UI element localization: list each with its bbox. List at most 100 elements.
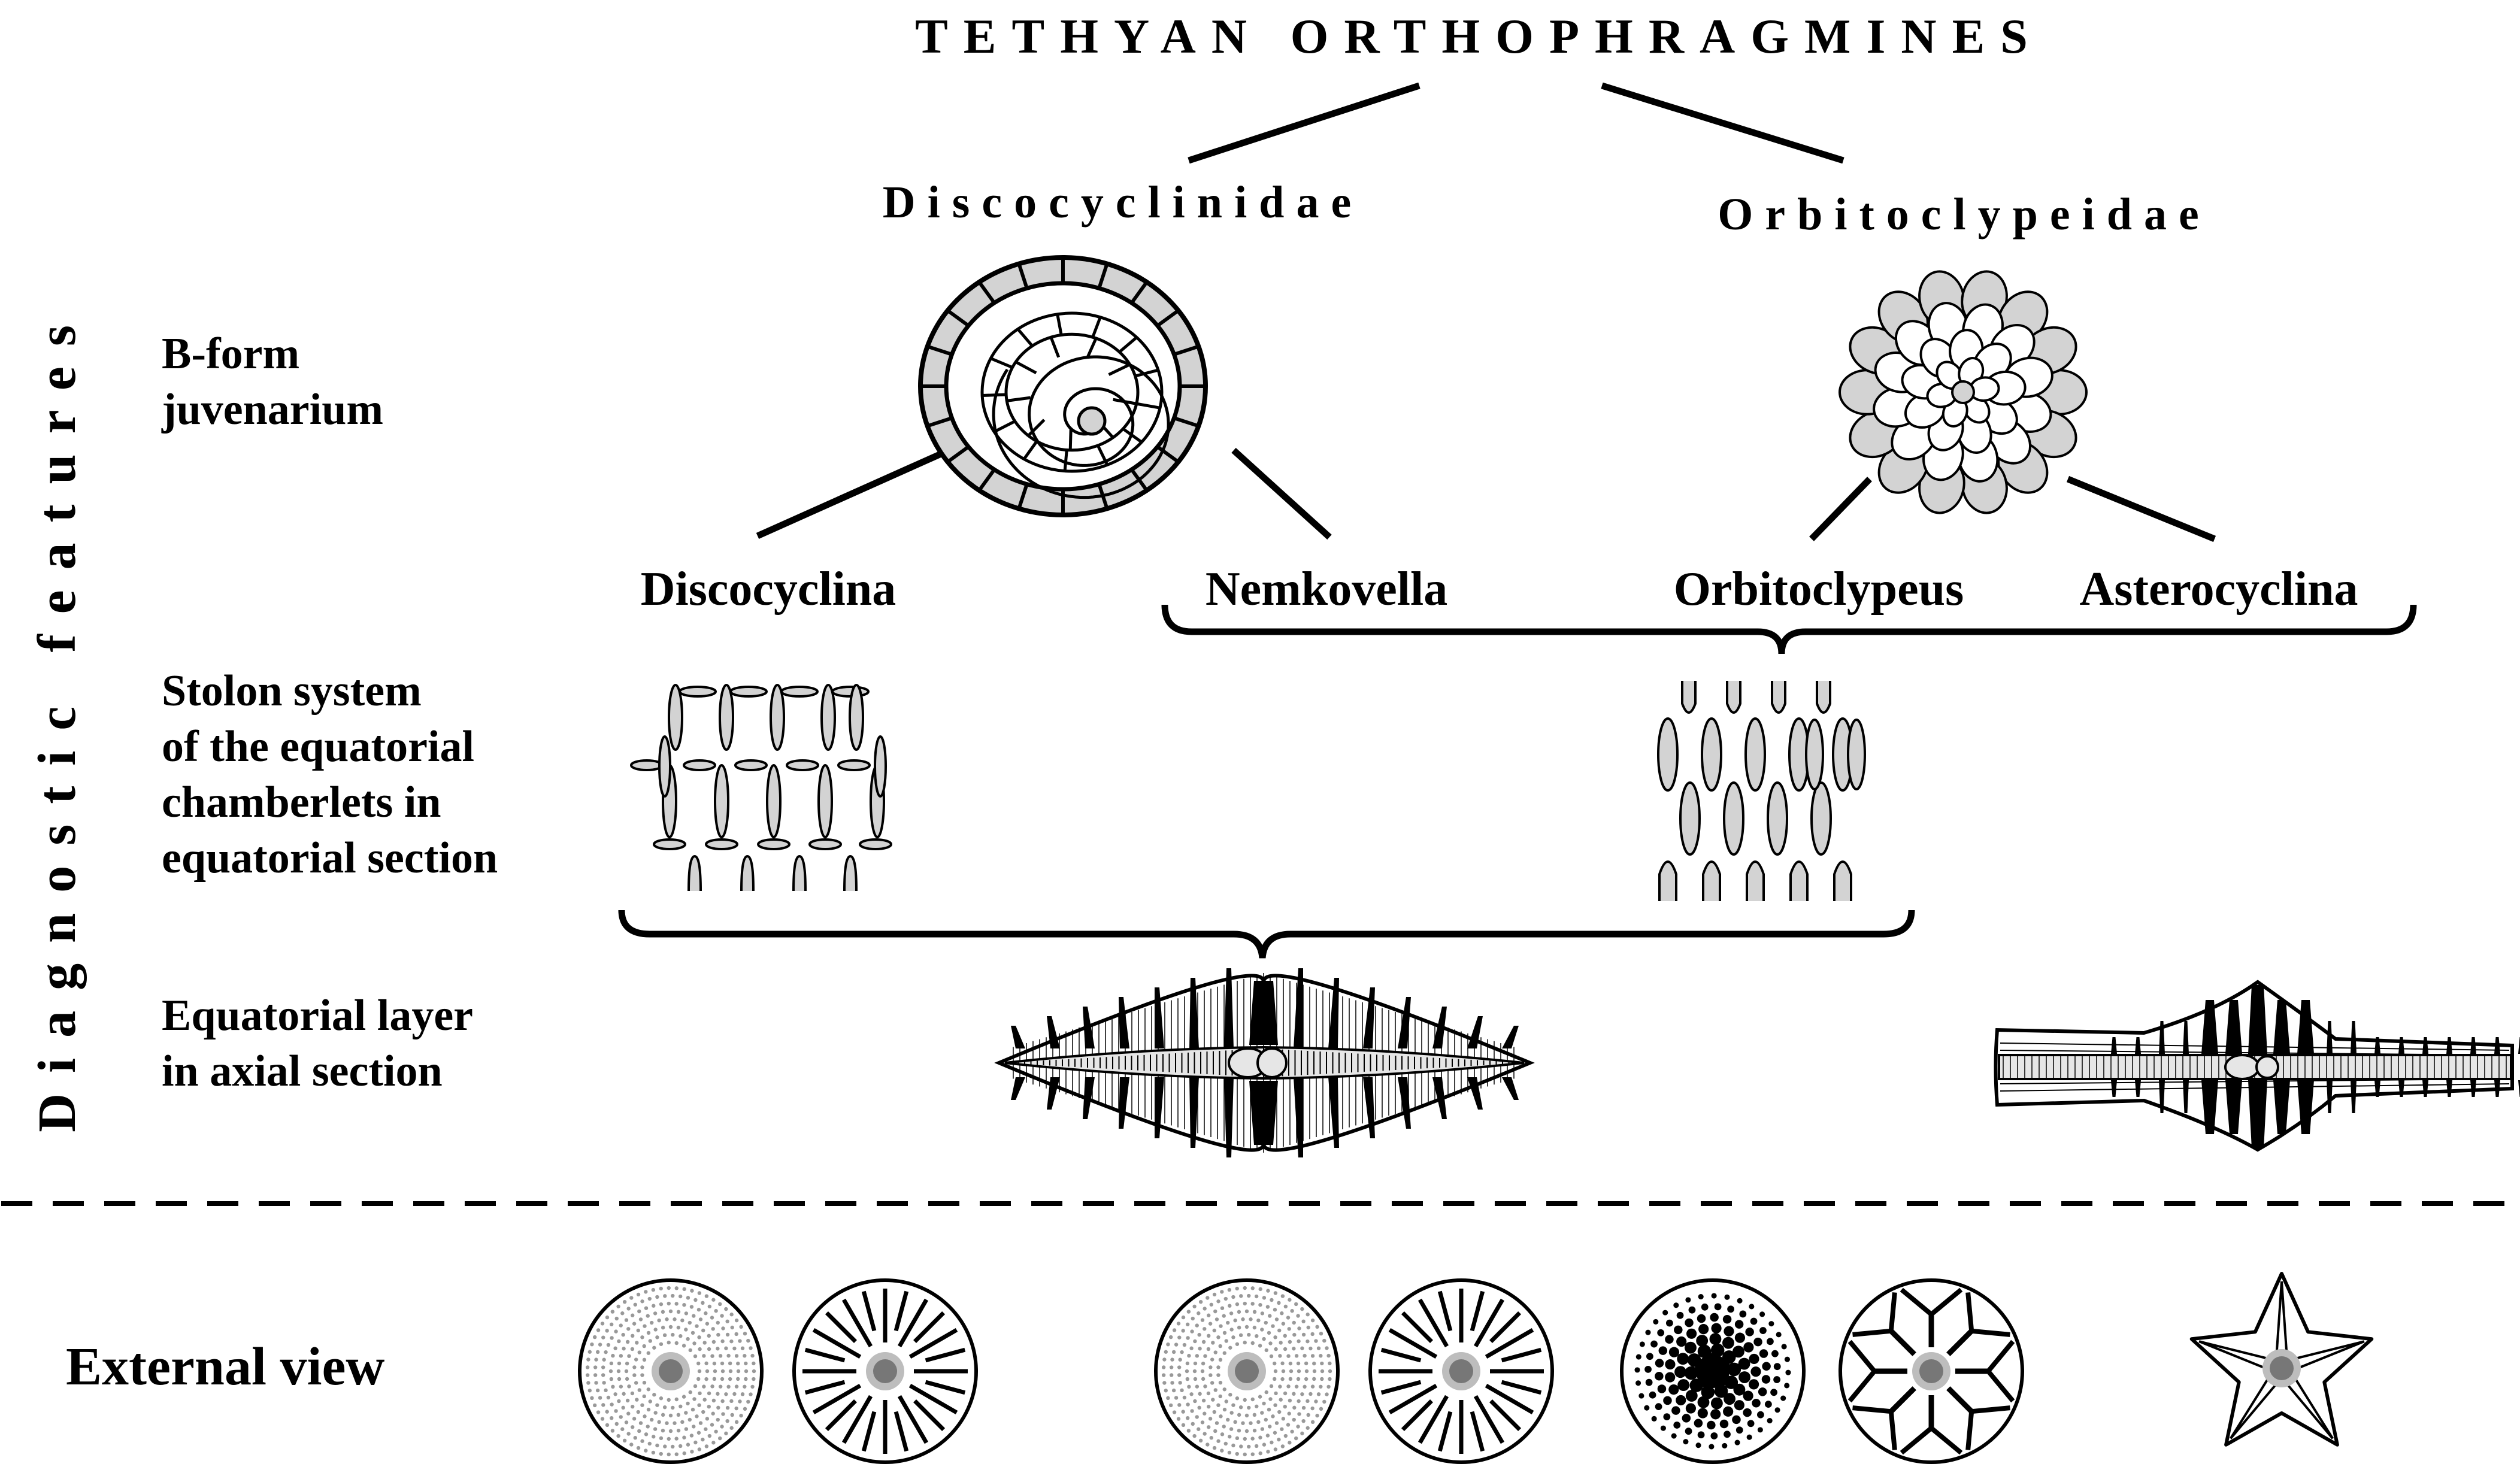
surface-granule — [1268, 1397, 1272, 1401]
surface-granule — [686, 1296, 690, 1299]
surface-granule — [1170, 1365, 1173, 1369]
surface-granule — [653, 1311, 657, 1315]
surface-granule — [1270, 1354, 1273, 1358]
surface-granule — [1275, 1317, 1279, 1321]
surface-granule — [705, 1322, 709, 1325]
surface-granule — [1235, 1452, 1239, 1456]
feature-label-line: juvenarium — [161, 385, 383, 434]
surface-granule — [734, 1407, 738, 1410]
surface-pillar — [1698, 1396, 1710, 1408]
surface-pillar — [1709, 1333, 1721, 1345]
surface-granule — [1271, 1324, 1274, 1328]
surface-granule — [1288, 1441, 1291, 1444]
surface-granule — [1262, 1442, 1266, 1446]
surface-granule — [1178, 1381, 1182, 1384]
orbitoclypeus-external-pillared — [1622, 1280, 1804, 1462]
surface-granule — [718, 1302, 722, 1306]
surface-pillar — [1665, 1372, 1675, 1382]
surface-granule — [1231, 1295, 1235, 1299]
surface-granule — [736, 1362, 740, 1365]
surface-granule — [1315, 1325, 1319, 1329]
surface-granule — [735, 1420, 738, 1424]
surface-granule — [710, 1384, 714, 1388]
surface-granule — [725, 1320, 729, 1323]
surface-granule — [1253, 1413, 1256, 1417]
surface-granule — [728, 1362, 732, 1365]
surface-granule — [627, 1354, 631, 1357]
surface-granule — [625, 1420, 628, 1424]
surface-granule — [659, 1452, 663, 1456]
surface-granule — [679, 1444, 682, 1448]
surface-pillar — [1649, 1392, 1656, 1399]
surface-granule — [1208, 1417, 1212, 1420]
surface-pillar — [1636, 1354, 1641, 1359]
surface-granule — [647, 1351, 650, 1355]
stolon-vertical — [689, 856, 701, 891]
surface-granule — [735, 1384, 738, 1388]
surface-granule — [1186, 1402, 1189, 1406]
surface-granule — [696, 1362, 700, 1365]
surface-pillar — [1685, 1366, 1698, 1380]
surface-granule — [667, 1453, 671, 1456]
orbitoclypeidae-axial-section — [1996, 982, 2520, 1150]
surface-pillar — [1732, 1416, 1741, 1425]
surface-granule — [716, 1406, 720, 1410]
genus-name-asterocyclina: Asterocyclina — [2079, 563, 2358, 616]
surface-granule — [1245, 1414, 1249, 1417]
surface-granule — [721, 1412, 725, 1416]
surface-granule — [640, 1439, 644, 1443]
surface-granule — [1177, 1322, 1180, 1325]
surface-granule — [719, 1384, 722, 1388]
surface-granule — [1222, 1314, 1226, 1317]
surface-granule — [665, 1422, 668, 1425]
surface-granule — [697, 1308, 701, 1311]
surface-granule — [1216, 1335, 1220, 1339]
surface-granule — [1203, 1384, 1207, 1388]
surface-granule — [683, 1287, 686, 1291]
surface-pillar — [1765, 1401, 1772, 1408]
surface-granule — [1215, 1421, 1219, 1425]
surface-pillar — [1674, 1366, 1686, 1378]
surface-granule — [1288, 1412, 1291, 1416]
surface-granule — [637, 1446, 640, 1450]
surface-granule — [596, 1389, 599, 1392]
surface-granule — [620, 1311, 624, 1315]
surface-pillar — [1768, 1321, 1774, 1326]
surface-granule — [692, 1314, 695, 1317]
surface-granule — [720, 1377, 724, 1381]
surface-pillar — [1698, 1431, 1705, 1438]
surface-granule — [629, 1442, 633, 1446]
surface-granule — [720, 1425, 723, 1428]
surface-granule — [1247, 1333, 1250, 1336]
stolon-vertical — [1658, 719, 1677, 790]
surface-granule — [680, 1319, 684, 1322]
diagram-title: TETHYAN ORTHOPHRAGMINES — [915, 9, 2043, 63]
surface-granule — [704, 1428, 707, 1431]
surface-granule — [1256, 1420, 1260, 1424]
surface-granule — [1311, 1384, 1314, 1388]
surface-granule — [714, 1309, 717, 1313]
surface-granule — [611, 1354, 614, 1357]
surface-granule — [1270, 1298, 1273, 1302]
surface-granule — [1264, 1321, 1268, 1325]
surface-granule — [1170, 1373, 1173, 1377]
surface-granule — [631, 1334, 634, 1338]
surface-granule — [1245, 1429, 1249, 1433]
surface-granule — [705, 1369, 709, 1373]
feature-label-juvenarium: B-form juvenarium — [161, 329, 383, 434]
surface-granule — [1216, 1299, 1220, 1303]
surface-granule — [1213, 1446, 1216, 1450]
surface-pillar — [1771, 1350, 1779, 1357]
surface-granule — [746, 1400, 750, 1404]
pillar-wedge — [2494, 1037, 2500, 1054]
surface-granule — [1243, 1341, 1247, 1344]
stolon-horizontal — [810, 840, 841, 849]
surface-granule — [711, 1298, 715, 1302]
surface-pillar — [1724, 1393, 1735, 1405]
surface-granule — [1207, 1425, 1210, 1429]
surface-pillar — [1635, 1380, 1641, 1386]
surface-granule — [738, 1399, 741, 1403]
discocyclinidae-to-discocyclina-line — [758, 452, 945, 536]
surface-granule — [610, 1402, 613, 1406]
surface-granule — [746, 1339, 750, 1342]
